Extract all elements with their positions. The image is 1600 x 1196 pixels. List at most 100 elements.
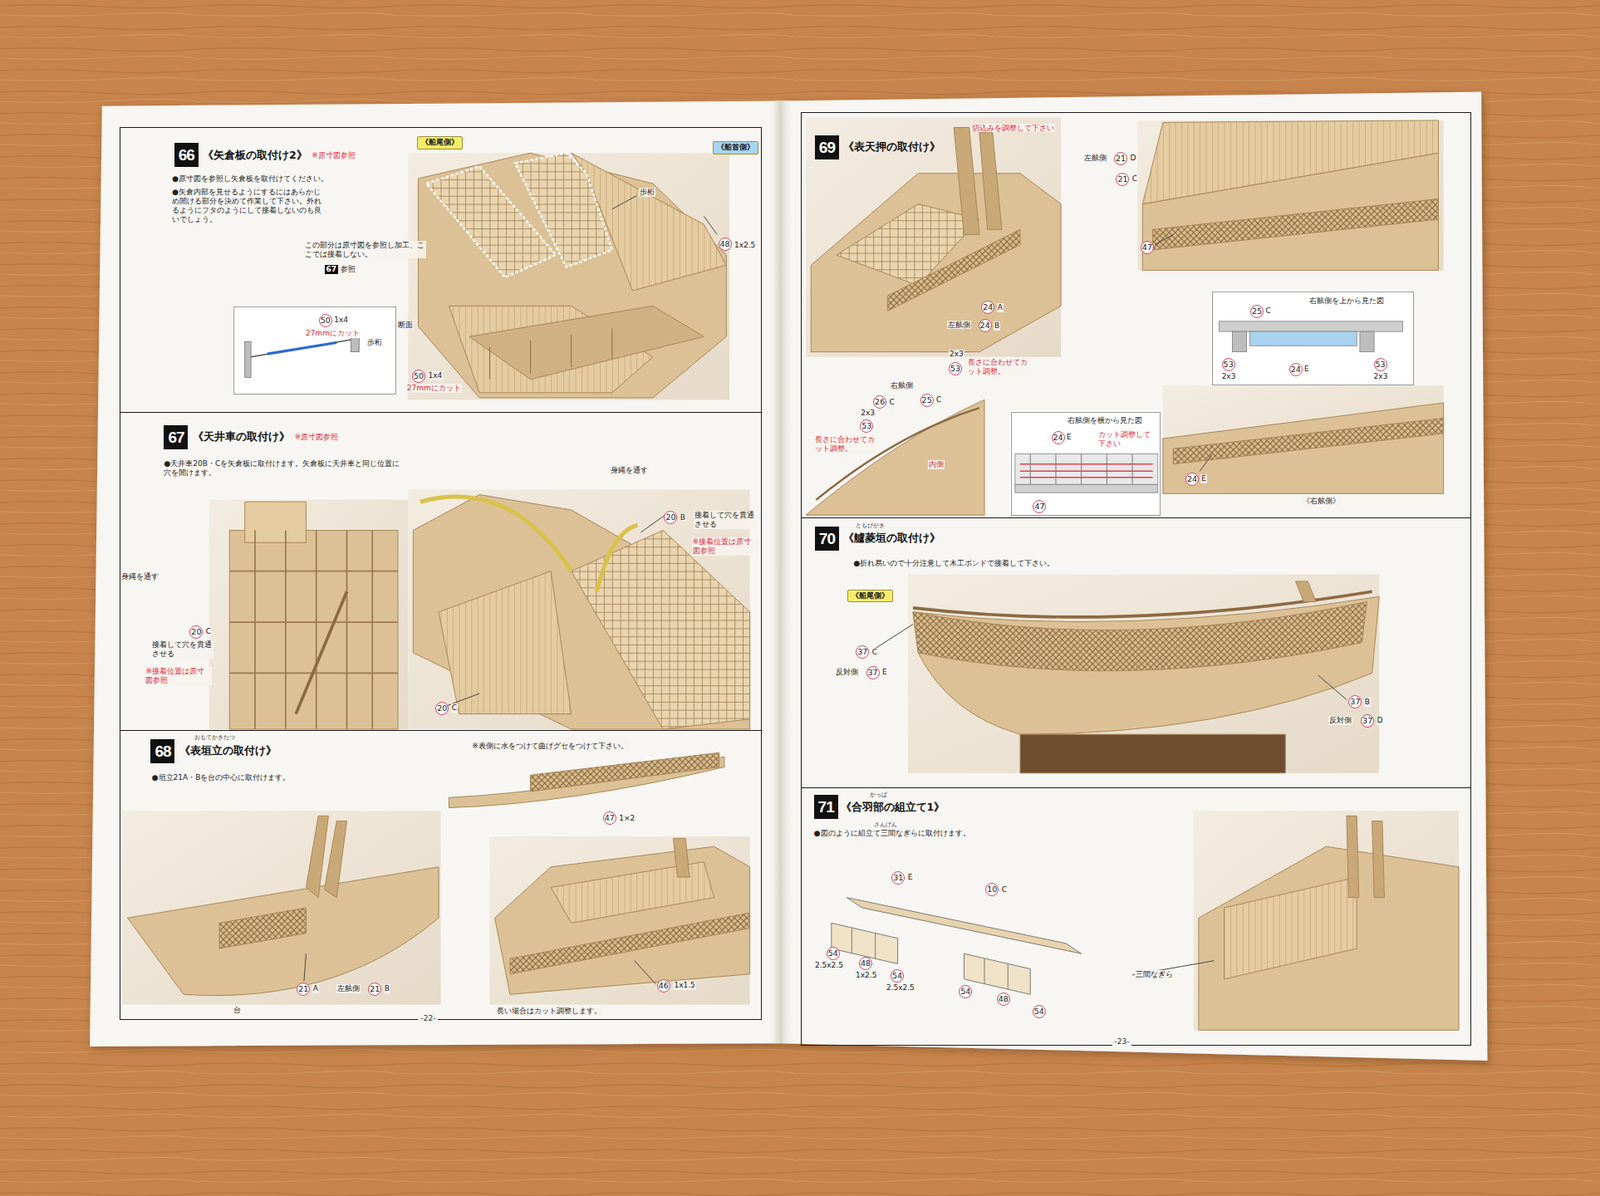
page-number: -23-: [1112, 1037, 1133, 1047]
instruction-text: ●図のように組立て三間なぎらに取付けます。: [814, 829, 971, 839]
part-label: B: [1364, 697, 1371, 707]
top-view-diagram: [1218, 321, 1403, 332]
part-label: C: [871, 647, 879, 658]
part-label: 歩桁: [367, 338, 383, 348]
part-label: D: [1128, 153, 1137, 163]
callout-number: 20: [663, 510, 678, 525]
ceiling-wheel-photo: [412, 495, 750, 730]
section-diagram: [232, 305, 396, 394]
part-label: E: [881, 667, 889, 678]
part-label: C: [1265, 306, 1271, 316]
callout-number: 37: [1348, 695, 1362, 709]
hull-photo: [122, 810, 441, 1005]
step-number: 66: [174, 142, 199, 167]
leader-line: [1318, 675, 1347, 700]
deck-photo: [810, 173, 1061, 353]
step-number: 71: [814, 795, 839, 820]
callout-number: 26: [873, 395, 887, 409]
part-label: 反対側: [834, 667, 859, 678]
parts-diagram: [851, 927, 875, 959]
deck-photo: [1346, 815, 1360, 898]
part-label: 1x4: [333, 315, 349, 325]
side-view-diagram: [1010, 411, 1161, 516]
rail-photo: [489, 836, 750, 1006]
step-title: 《表垣立の取付け》: [179, 744, 277, 758]
deck-photo: [515, 152, 613, 268]
part-label: 断面: [397, 320, 414, 330]
parts-diagram: [831, 898, 1082, 996]
side-tag: 《船首側》: [712, 141, 759, 154]
ceiling-wheel-photo: [420, 496, 572, 572]
callout-number: 21: [1114, 152, 1128, 166]
callout-number: 24: [1051, 431, 1066, 445]
part-label: 2.5x2.5: [885, 983, 916, 993]
booklet-paper: [780, 92, 1488, 1062]
callout-number: 50: [319, 314, 333, 328]
booklet-paper: [89, 101, 781, 1047]
top-view-diagram: [1211, 290, 1414, 385]
callout-number: 47: [603, 811, 617, 825]
caution-note: 27mmにカット: [305, 328, 360, 339]
callout-number: 24: [978, 319, 992, 333]
rail-photo: [510, 912, 751, 975]
part-label: 右舷側を横から見た図: [1067, 416, 1143, 426]
step-panel: おもてかきたつ68《表垣立の取付け》●垣立21A・Bを台の中心に取付けます。: [119, 731, 763, 1021]
deck-photo: [1198, 846, 1459, 1031]
callout-number: 21: [1115, 172, 1129, 187]
part-label: B: [679, 513, 687, 523]
part-label: 2x3: [948, 349, 965, 359]
caution-note: 切込みを調整して下さい: [971, 123, 1056, 133]
leader-line: [634, 961, 657, 985]
rail-photo: [1163, 385, 1444, 494]
booklet-paper: [89, 92, 1488, 1062]
part-label: 右舷側: [889, 381, 914, 391]
hull-photo: [324, 821, 348, 899]
booklet-paper: [766, 101, 794, 1045]
leader-line: [873, 624, 913, 651]
part-label: 反対側: [1328, 716, 1353, 726]
part-label: D: [1376, 716, 1385, 726]
part-label: B: [993, 321, 1001, 331]
tower-photo: [209, 500, 408, 730]
part-label: E: [1304, 364, 1310, 374]
callout-number: 48: [858, 957, 873, 971]
deck-photo: [805, 117, 1061, 358]
stern-photo: [907, 574, 1380, 773]
callout-number: 54: [826, 947, 840, 961]
rail-photo: [550, 862, 714, 924]
callout-number: 25: [920, 393, 934, 408]
step-panel: 66《矢倉板の取付け2》※原寸図参照●原寸図を参照し矢倉板を取付けてください。●…: [119, 127, 763, 413]
hull-photo: [122, 810, 441, 1005]
furigana: おもてかきたつ: [194, 734, 236, 742]
callout-number: 53: [948, 362, 962, 376]
hull-photo: [805, 399, 985, 516]
top-view-diagram: [1231, 331, 1247, 353]
part-label: 参照: [339, 265, 357, 275]
deck-photo: [407, 152, 730, 400]
part-label: 右舷側を上から見た図: [1309, 296, 1385, 306]
leader-line: [703, 215, 717, 235]
stern-photo: [1020, 734, 1286, 774]
rail-photo: [672, 838, 690, 878]
tag-text: 《船尾側》: [851, 591, 889, 601]
rail-photo: [495, 846, 751, 995]
step-number: 67: [163, 425, 188, 450]
tower-photo: [209, 500, 408, 730]
rail-photo: [1163, 385, 1444, 494]
caution-note: 長さに合わせてカット調整。: [966, 358, 1031, 377]
part-label: この部分は原寸図を参照し加工、ここでは接着しない。: [304, 240, 427, 260]
deck-photo: [1193, 810, 1459, 1031]
callout-number: 10: [985, 883, 999, 897]
part-label: C: [1131, 174, 1139, 184]
part-label: 歩桁: [638, 187, 656, 197]
callout-number: 46: [657, 979, 671, 993]
callout-number: 47: [1140, 240, 1154, 255]
step-title: 《天井車の取付け》: [192, 430, 290, 444]
deck-photo: [489, 328, 612, 379]
callout-number: 48: [996, 992, 1011, 1007]
rail-photo: [1137, 120, 1443, 271]
step-number: 70: [814, 526, 840, 551]
leader-line: [304, 953, 306, 982]
reference-note: ※原寸図参照: [311, 151, 356, 161]
